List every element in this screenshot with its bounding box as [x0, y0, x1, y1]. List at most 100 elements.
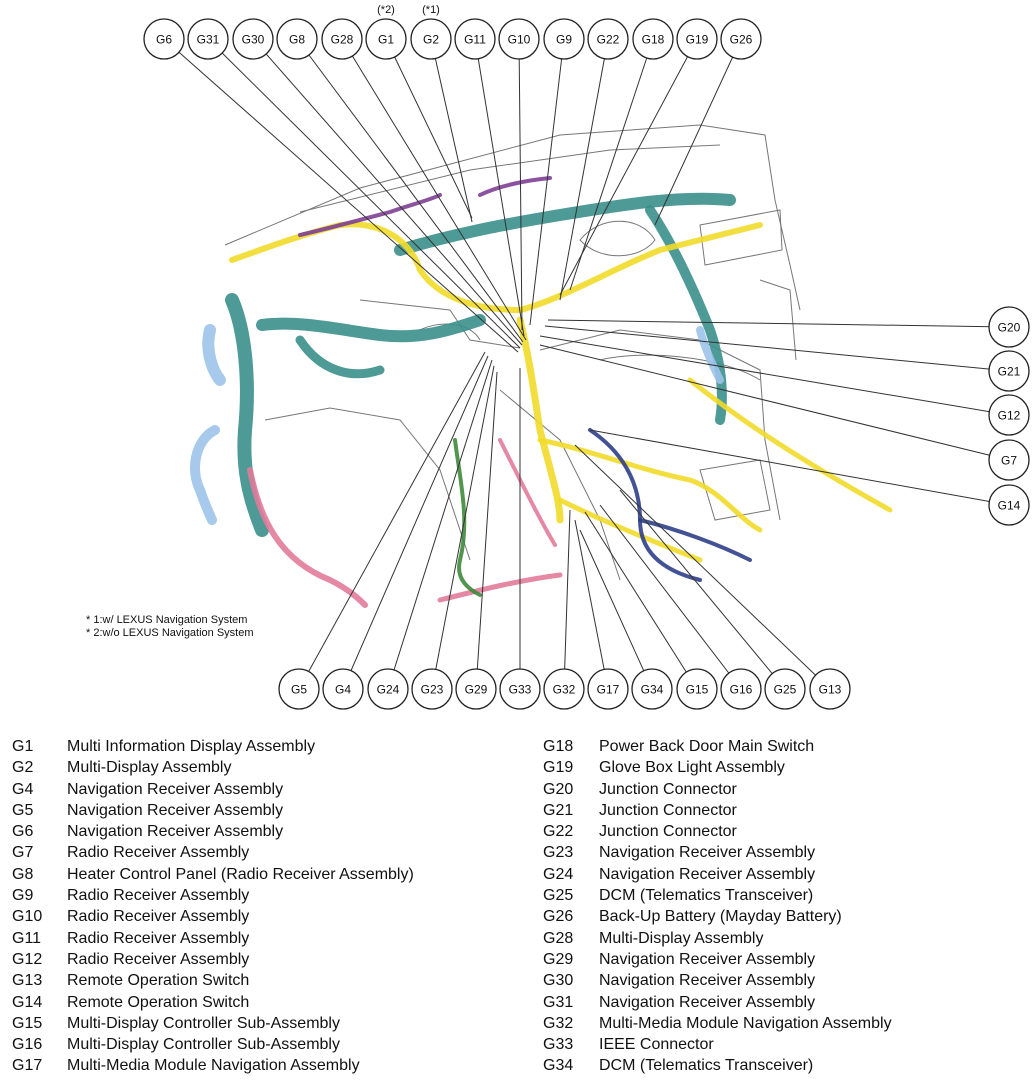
legend-description: Navigation Receiver Assembly [599, 993, 816, 1011]
callout-circle [631, 668, 673, 710]
leader-line [252, 38, 523, 346]
callout-circle [543, 668, 585, 710]
callout-circle [411, 668, 453, 710]
harness-bundle [453, 438, 482, 597]
legend-description: Multi-Media Module Navigation Assembly [67, 1057, 360, 1075]
callout-label: G17 [597, 683, 620, 697]
callout-label: G10 [508, 33, 531, 47]
harness-bundle [516, 316, 564, 524]
leader-line [574, 444, 831, 690]
callout-circle [587, 18, 629, 60]
legend-code: G32 [543, 1014, 574, 1032]
legend-code: G16 [12, 1036, 43, 1054]
legend-row: G31 Navigation Receiver Assembly [543, 992, 892, 1013]
leader-line [654, 38, 742, 226]
callout-label: G1 [378, 33, 394, 47]
callout-circle [809, 668, 851, 710]
legend-description: Radio Receiver Assembly [67, 908, 250, 926]
legend-description: Radio Receiver Assembly [67, 887, 250, 905]
legend-description: Radio Receiver Assembly [67, 844, 250, 862]
callout-circle [322, 668, 364, 710]
legend-code: G31 [543, 993, 574, 1011]
callout-label: G31 [197, 33, 220, 47]
legend-row: G16 Multi-Display Controller Sub-Assembly [12, 1034, 414, 1055]
legend-code: G33 [543, 1036, 574, 1054]
callout-circle [143, 18, 185, 60]
callout-label: G7 [1001, 454, 1017, 468]
legend-code: G10 [12, 908, 43, 926]
legend-code: G25 [543, 887, 574, 905]
harness-bundle [557, 497, 703, 563]
legend-row: G21 Junction Connector [543, 800, 892, 821]
legend-description: Radio Receiver Assembly [67, 929, 250, 947]
callout-label: G16 [730, 683, 753, 697]
callout-circle [498, 18, 540, 60]
callout-circle [676, 18, 718, 60]
callout-note: (*2) [377, 4, 395, 16]
callout-circle [455, 668, 497, 710]
leader-line [385, 38, 473, 219]
callout-label: G6 [156, 33, 172, 47]
dashboard-outline [224, 124, 801, 581]
legend-code: G21 [543, 801, 574, 819]
callout-label: G23 [421, 683, 444, 697]
legend-code: G23 [543, 844, 574, 862]
legend-code: G22 [543, 823, 574, 841]
legend-description: Navigation Receiver Assembly [67, 823, 284, 841]
leader-lines [163, 38, 1010, 690]
harness-bundle [437, 572, 563, 603]
legend-description: Multi-Display Assembly [67, 759, 232, 777]
callout-label: G9 [556, 33, 572, 47]
callout-label: G21 [998, 365, 1021, 379]
legend-code: G8 [12, 865, 34, 883]
legend-description: Multi-Display Controller Sub-Assembly [67, 1036, 340, 1054]
callout-label: G14 [998, 499, 1021, 513]
legend-code: G17 [12, 1057, 43, 1075]
leader-line [298, 351, 486, 690]
leader-line [296, 38, 524, 343]
leader-line [518, 38, 523, 331]
callout-circle [764, 668, 806, 710]
leader-line [430, 38, 473, 223]
leader-line [563, 509, 571, 690]
leader-line [475, 371, 498, 690]
leader-line [589, 429, 1010, 506]
callout-label: G4 [335, 683, 351, 697]
legend-description: Junction Connector [599, 801, 737, 819]
legend-code: G20 [543, 780, 574, 798]
legend-code: G13 [12, 972, 43, 990]
callout-label: G28 [331, 33, 354, 47]
callout-label: G5 [291, 683, 307, 697]
leader-line [559, 38, 609, 301]
legend-description: Multi-Media Module Navigation Assembly [599, 1014, 892, 1032]
harness-bundle [229, 221, 523, 313]
callout-note: (*1) [422, 4, 440, 16]
legend-code: G26 [543, 908, 574, 926]
callout-label: G18 [642, 33, 665, 47]
harness-bundle [638, 518, 752, 562]
legend-code: G1 [12, 738, 34, 755]
callout-label: G33 [509, 683, 532, 697]
legend-description: Multi-Display Assembly [599, 929, 764, 947]
harness-bundle [298, 193, 442, 237]
leader-line [341, 38, 527, 341]
callout-circle [676, 668, 718, 710]
legend-description: Remote Operation Switch [67, 993, 250, 1011]
leader-line [539, 335, 1010, 416]
leader-line [163, 38, 519, 353]
leader-line [529, 38, 565, 326]
legend-description: Navigation Receiver Assembly [599, 950, 816, 968]
